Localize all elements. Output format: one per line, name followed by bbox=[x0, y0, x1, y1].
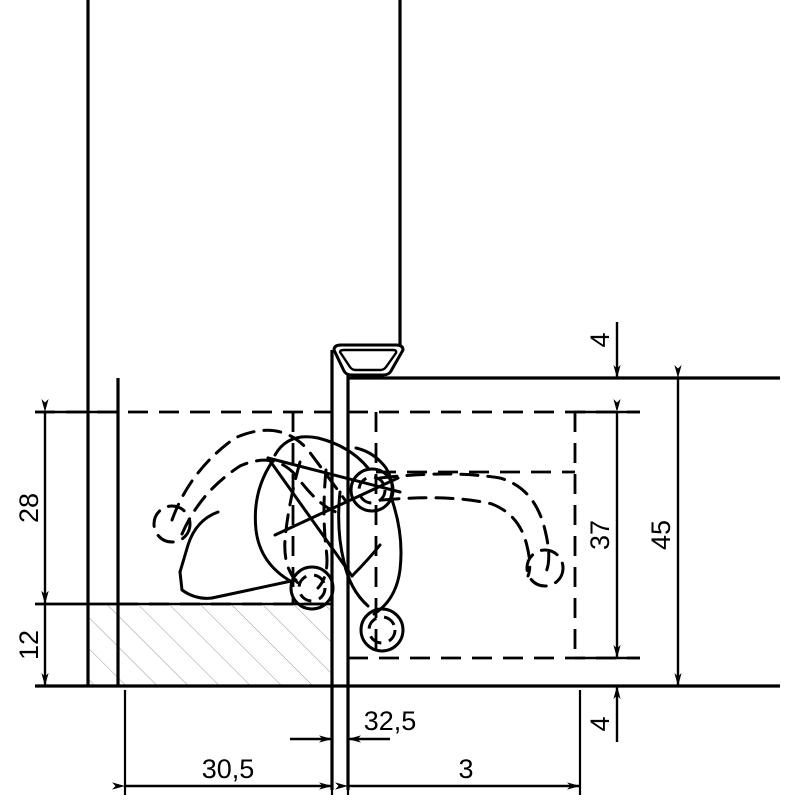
dimension-12-label: 12 bbox=[14, 630, 44, 660]
dimension-30-5-label: 30,5 bbox=[202, 754, 255, 784]
hatched-section bbox=[88, 604, 332, 686]
dimension-28-label: 28 bbox=[14, 493, 44, 523]
pivot-centers bbox=[289, 467, 405, 653]
dimension-45: 45 bbox=[646, 365, 682, 686]
dimension-12: 12 bbox=[14, 591, 118, 686]
dimension-extension-lines bbox=[123, 690, 582, 795]
dimension-45-label: 45 bbox=[646, 520, 676, 550]
dimension-3-label: 32,5 bbox=[364, 706, 417, 736]
dimension-37-label: 37 bbox=[585, 520, 615, 550]
hinge-arm-left-dashed bbox=[152, 428, 347, 590]
hinge-linkage-solid bbox=[178, 435, 403, 616]
dimension-30-5: 30,5 bbox=[112, 754, 332, 790]
dimension-4-bottom: 4 bbox=[585, 686, 621, 742]
dimension-4-top-label: 4 bbox=[585, 332, 615, 347]
dimension-4-top: 4 bbox=[585, 322, 621, 378]
gasket-cap-profile bbox=[332, 343, 405, 377]
dimension-3: 32,5 bbox=[290, 706, 417, 743]
dimension-28: 28 bbox=[14, 399, 118, 604]
dimension-37: 37 bbox=[575, 399, 640, 660]
hinge-arm-right-dashed bbox=[378, 472, 565, 588]
door-panel bbox=[86, 0, 402, 350]
dimension-4-bottom-label: 4 bbox=[585, 716, 615, 731]
hidden-outline-right bbox=[348, 410, 640, 660]
dimension-32-5: 3 bbox=[335, 754, 580, 790]
dimension-32-5-label: 3 bbox=[458, 754, 473, 784]
